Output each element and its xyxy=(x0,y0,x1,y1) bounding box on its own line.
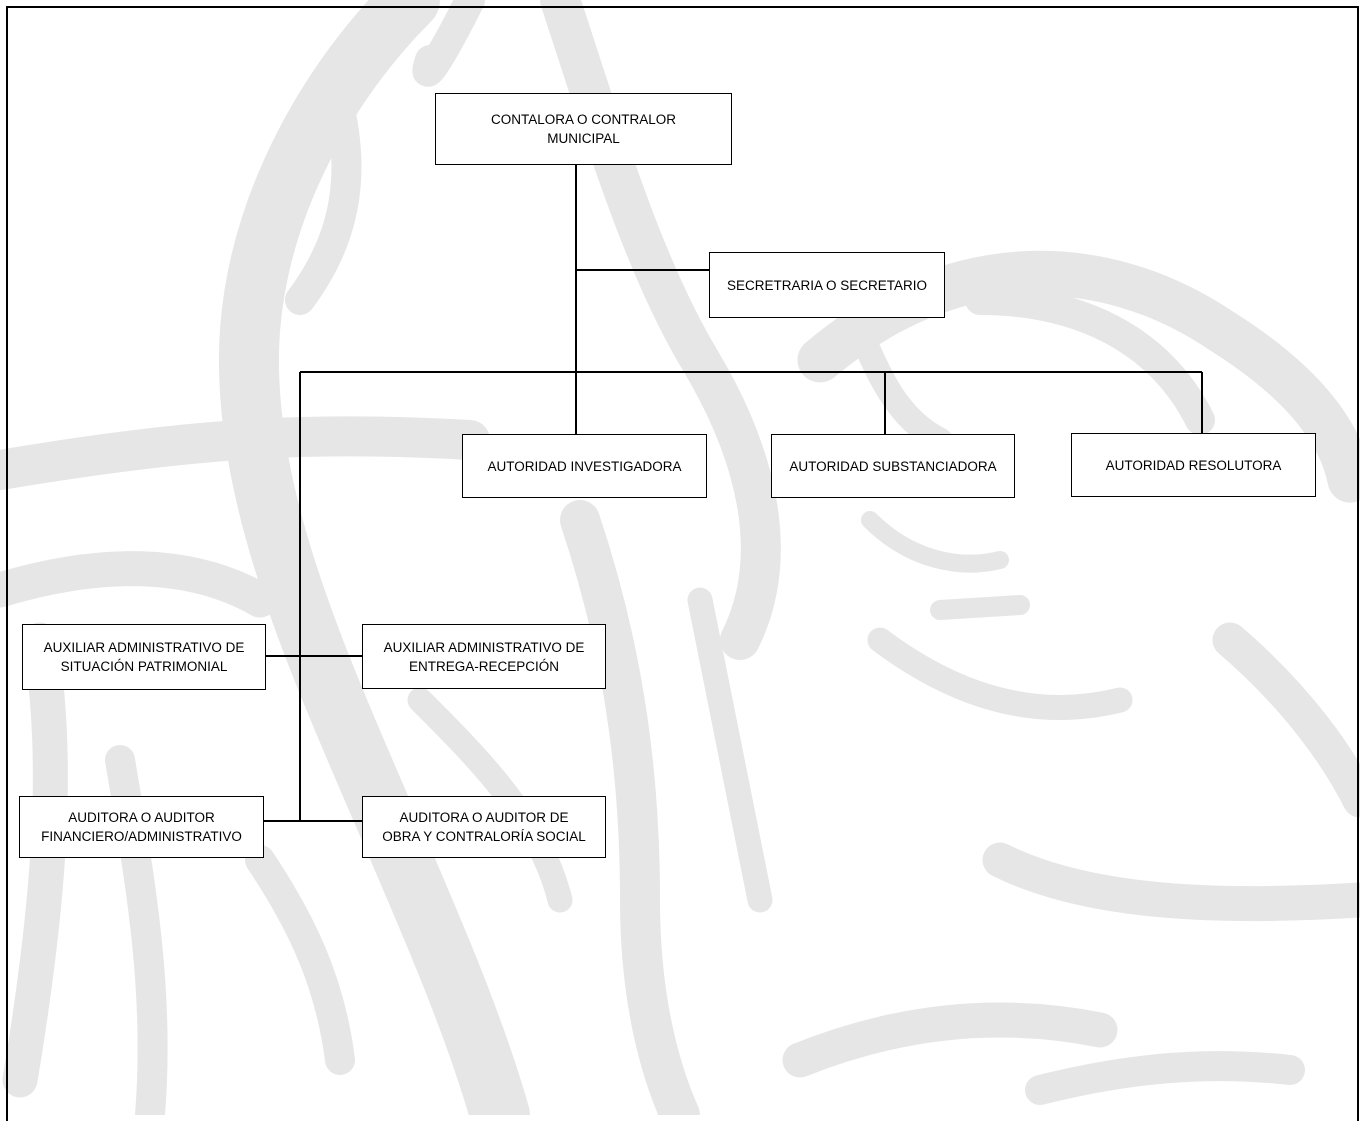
node-contralor: CONTALORA O CONTRALOR MUNICIPAL xyxy=(435,93,732,165)
node-autoridad-investigadora: AUTORIDAD INVESTIGADORA xyxy=(462,434,707,498)
node-secretaria: SECRETRARIA O SECRETARIO xyxy=(709,252,945,318)
node-auditor-financiero: AUDITORA O AUDITOR FINANCIERO/ADMINISTRA… xyxy=(19,796,264,858)
node-autoridad-resolutora: AUTORIDAD RESOLUTORA xyxy=(1071,433,1316,497)
node-auxiliar-situacion-patrimonial: AUXILIAR ADMINISTRATIVO DE SITUACIÓN PAT… xyxy=(22,624,266,690)
node-auditor-obra: AUDITORA O AUDITOR DE OBRA Y CONTRALORÍA… xyxy=(362,796,606,858)
page-frame xyxy=(6,6,1359,1121)
node-auxiliar-entrega-recepcion: AUXILIAR ADMINISTRATIVO DE ENTREGA-RECEP… xyxy=(362,624,606,689)
node-autoridad-substanciadora: AUTORIDAD SUBSTANCIADORA xyxy=(771,434,1015,498)
